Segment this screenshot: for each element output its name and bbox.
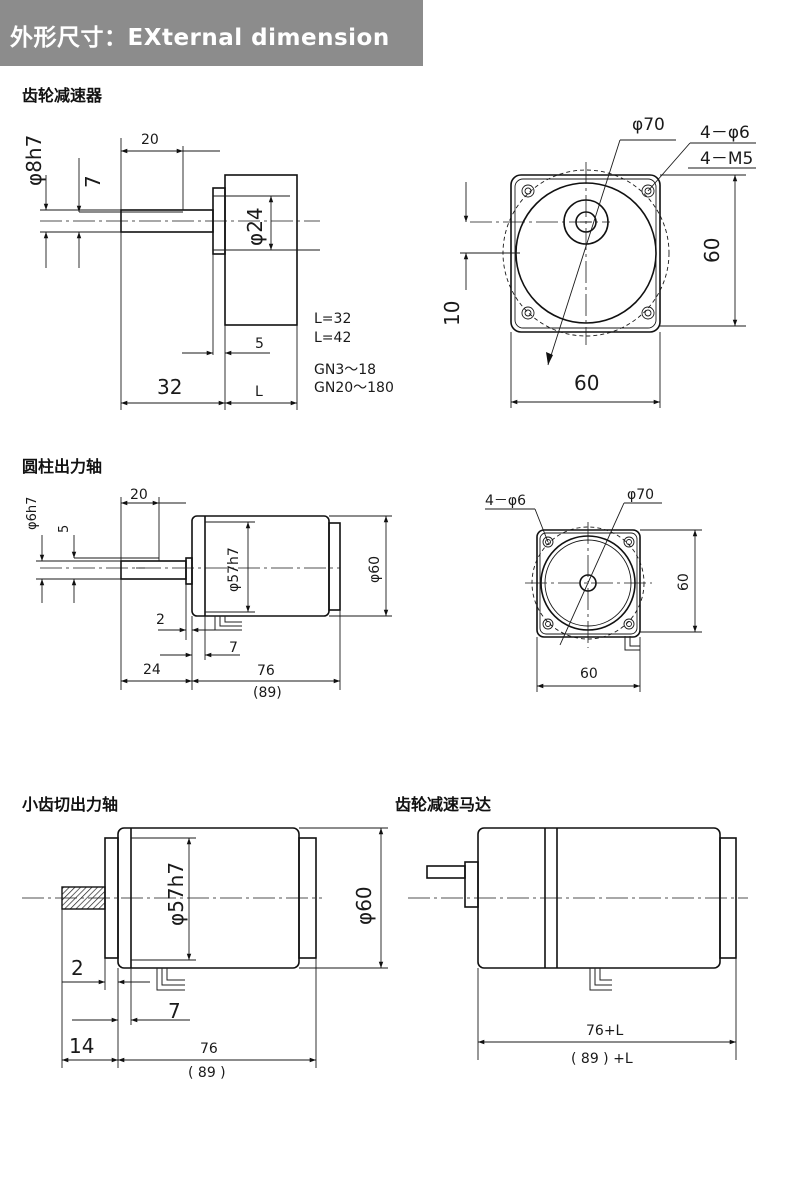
dim-5: 5 bbox=[57, 525, 72, 533]
header-banner: 外形尺寸：EXternal dimension bbox=[0, 0, 423, 66]
dim-89-plus-L: ( 89 ) +L bbox=[571, 1051, 633, 1067]
dim-89: (89) bbox=[253, 685, 282, 701]
note-l42: L=42 bbox=[314, 330, 351, 346]
small-gear-shaft-side-view: φ57h7 φ60 2 7 14 76 ( 89 ) bbox=[22, 827, 388, 1081]
dim-phi6h7: φ6h7 bbox=[25, 497, 40, 530]
dim-60-horizontal: 60 bbox=[574, 371, 599, 395]
dim-phi70: φ70 bbox=[627, 487, 654, 503]
round-shaft-side-view: φ6h7 5 20 φ57h7 φ60 2 7 24 76 (89) bbox=[25, 487, 392, 701]
note-gn1: GN3～18 bbox=[314, 362, 376, 378]
dim-7: 7 bbox=[229, 640, 238, 656]
dim-phi57h7: φ57h7 bbox=[226, 547, 242, 592]
section-title-gear-reducer-motor: 齿轮减速马达 bbox=[395, 795, 491, 814]
dim-5: 5 bbox=[255, 336, 264, 352]
dim-76: 76 bbox=[200, 1041, 218, 1057]
dim-20: 20 bbox=[130, 487, 148, 503]
section-title-small-gear-shaft: 小齿切出力轴 bbox=[22, 795, 118, 814]
section-title-round-shaft: 圆柱出力轴 bbox=[22, 457, 102, 476]
dim-76: 76 bbox=[257, 663, 275, 679]
dim-7: 7 bbox=[81, 175, 105, 188]
round-shaft-front-view: 4－φ6 φ70 60 60 bbox=[485, 487, 702, 692]
gear-reducer-side-view: φ8h7 7 20 φ24 5 32 L L=32 L=42 GN3～18 GN… bbox=[22, 132, 394, 410]
gear-reducer-motor-view: 76+L ( 89 ) +L bbox=[408, 827, 748, 1067]
dim-4-m5: 4－M5 bbox=[700, 149, 753, 169]
dim-32: 32 bbox=[157, 375, 182, 399]
dim-89: ( 89 ) bbox=[188, 1065, 226, 1081]
dim-7: 7 bbox=[168, 999, 181, 1023]
dim-2: 2 bbox=[156, 612, 165, 628]
dim-phi70: φ70 bbox=[632, 115, 665, 135]
dim-L: L bbox=[255, 384, 263, 400]
section-title-gear-reducer: 齿轮减速器 bbox=[22, 86, 103, 105]
dim-14: 14 bbox=[69, 1034, 94, 1058]
dim-phi8h7: φ8h7 bbox=[22, 135, 46, 186]
note-l32: L=32 bbox=[314, 311, 351, 327]
dim-4-phi6: 4－φ6 bbox=[485, 493, 526, 509]
dim-2: 2 bbox=[71, 956, 84, 980]
dim-phi60: φ60 bbox=[352, 886, 376, 925]
dim-phi24: φ24 bbox=[243, 207, 267, 246]
page-title: 外形尺寸：EXternal dimension bbox=[10, 25, 390, 51]
dim-phi60: φ60 bbox=[367, 556, 383, 583]
dim-4-phi6: 4－φ6 bbox=[700, 123, 750, 143]
note-gn2: GN20～180 bbox=[314, 380, 394, 396]
dim-60-vertical: 60 bbox=[700, 238, 724, 263]
gear-reducer-front-view: φ70 4－φ6 4－M5 60 10 60 bbox=[440, 115, 756, 408]
dim-76-plus-L: 76+L bbox=[586, 1023, 624, 1039]
dim-phi57h7: φ57h7 bbox=[164, 862, 188, 926]
dim-24: 24 bbox=[143, 662, 161, 678]
dim-60-vertical: 60 bbox=[676, 573, 692, 591]
dim-20: 20 bbox=[141, 132, 159, 148]
dim-60-horizontal: 60 bbox=[580, 666, 598, 682]
dim-10: 10 bbox=[440, 301, 464, 326]
